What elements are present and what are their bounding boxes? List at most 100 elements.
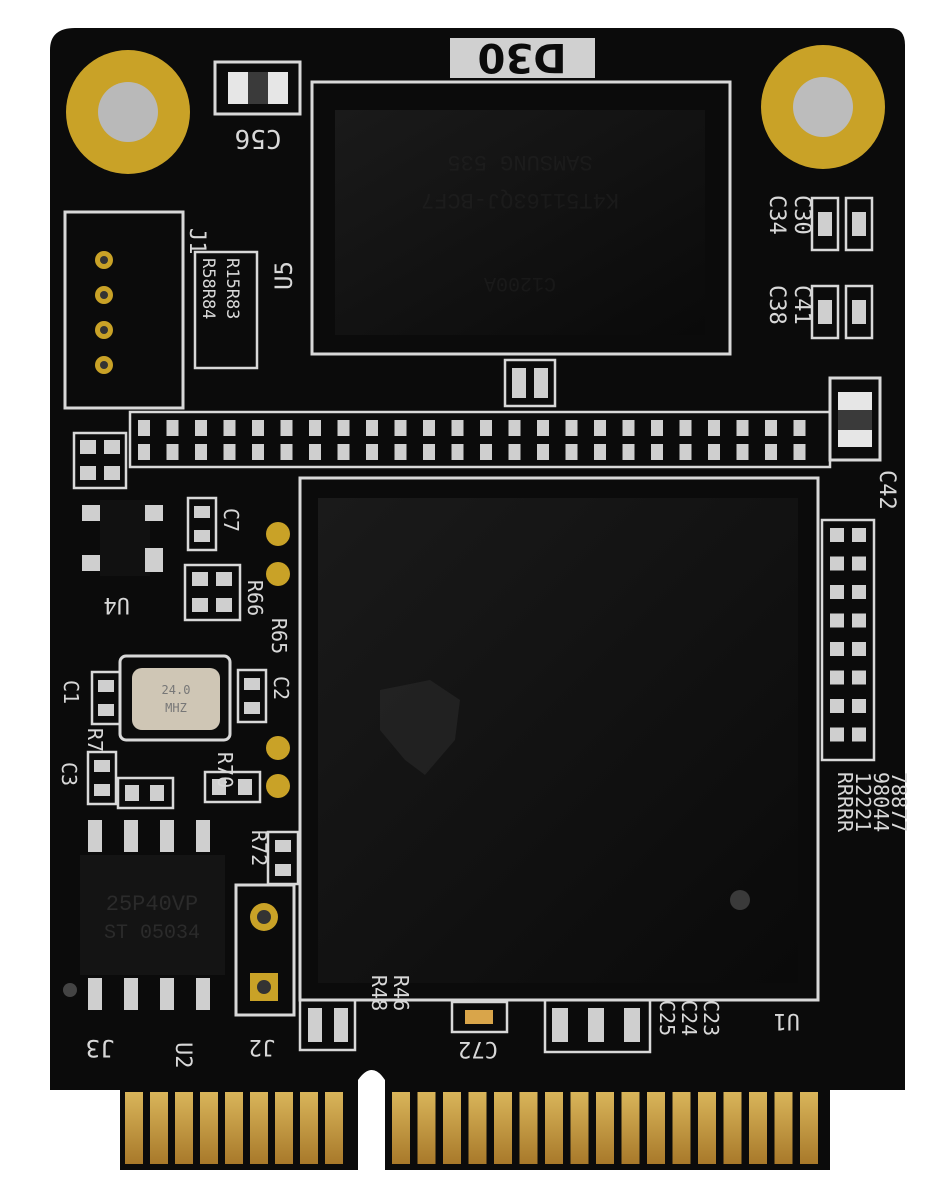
c2-pad-b <box>244 702 260 714</box>
resistor-pad <box>708 444 720 460</box>
label-r48: R48 <box>367 975 391 1011</box>
label-right-col-1: RRRRR <box>833 772 857 833</box>
resistor-pad <box>166 420 179 436</box>
resistor-pad <box>252 444 264 460</box>
resistor-row-pads <box>138 420 806 460</box>
edge-contact <box>468 1092 487 1164</box>
edge-contacts-right <box>392 1092 818 1164</box>
c56-pad <box>213 60 302 116</box>
u4-regulator <box>82 500 163 576</box>
resistor-pad <box>736 420 749 436</box>
label-r65: R65 <box>267 618 291 654</box>
resistor-pad <box>830 613 844 628</box>
edge-contact <box>519 1092 538 1164</box>
left-small-caps <box>72 431 128 490</box>
resistor-pad <box>852 556 866 571</box>
edge-contact <box>749 1092 767 1164</box>
label-c1: C1 <box>59 680 83 704</box>
resistor-pad <box>280 444 293 460</box>
resistor-row <box>128 410 832 469</box>
label-c41: C41 <box>789 285 814 325</box>
c2-outline <box>236 668 268 724</box>
d30-text: D30 <box>478 34 567 80</box>
cap-group-top-right <box>810 196 874 340</box>
resistor-pad <box>830 727 844 742</box>
resistor-pad <box>195 420 207 436</box>
resistor-pad <box>280 420 293 436</box>
j1-outline <box>63 210 185 410</box>
label-j1: J1 <box>184 228 209 255</box>
resistor-pad <box>651 420 663 436</box>
edge-contact <box>175 1092 193 1164</box>
label-u2: U2 <box>170 1042 195 1069</box>
ram-mark-2: K4T51163QJ-BCF7 <box>421 187 619 212</box>
c3-pad-b <box>94 784 110 796</box>
resistor-pad <box>622 420 635 436</box>
crystal-mark-1: 24.0 <box>162 683 191 697</box>
resistor-pad <box>852 528 866 542</box>
edge-contact <box>545 1092 563 1164</box>
resistor-pad <box>451 420 464 436</box>
edge-contact <box>698 1092 716 1164</box>
c7-outline <box>186 496 218 552</box>
resistor-pad <box>852 585 866 599</box>
edge-contact <box>570 1092 589 1164</box>
resistor-pad <box>565 444 578 460</box>
c24-pad <box>588 1008 604 1042</box>
crystal-mark-2: MHZ <box>165 701 187 715</box>
resistor-pad <box>736 444 749 460</box>
label-c23: C23 <box>699 1000 723 1036</box>
edge-contact <box>800 1092 818 1164</box>
r-under-crystal-pad-b <box>150 785 164 801</box>
resistor-pad <box>651 444 663 460</box>
label-c30: C30 <box>789 195 814 235</box>
label-c34: C34 <box>764 195 789 235</box>
resistor-pad <box>622 444 635 460</box>
c42-body <box>838 410 872 430</box>
r70-pad-b <box>238 779 252 795</box>
label-u4: U4 <box>104 592 131 617</box>
resistor-pad <box>830 699 844 713</box>
label-c24: C24 <box>677 1000 701 1036</box>
j2-outline <box>234 883 296 1017</box>
label-right-col-3: 98044 <box>869 772 893 832</box>
label-c56: C56 <box>235 123 282 153</box>
ram-mark-3: C1200A <box>484 271 556 294</box>
label-r58r84: R58R84 <box>198 258 218 319</box>
label-c72: C72 <box>458 1036 498 1061</box>
u5-ram-chip <box>335 110 705 335</box>
resistor-pad <box>366 420 378 436</box>
resistor-pad <box>480 444 492 460</box>
r48-pad <box>308 1008 322 1042</box>
c72-capacitor <box>465 1010 493 1024</box>
flash-mark-1: 25P40VP <box>106 892 198 917</box>
resistor-pad <box>830 556 844 571</box>
edge-contact <box>774 1092 793 1164</box>
r70-pad-a <box>212 779 226 795</box>
resistor-pad <box>252 420 264 436</box>
flash-mark-2: ST 05034 <box>104 922 200 945</box>
mount-hole-left <box>66 50 190 174</box>
label-c25: C25 <box>655 1000 679 1036</box>
right-resistor-column <box>820 518 876 762</box>
resistor-pad <box>594 444 606 460</box>
resistor-pad <box>337 420 350 436</box>
edge-contact <box>647 1092 665 1164</box>
resistor-pad <box>594 420 606 436</box>
resistor-pad <box>508 444 521 460</box>
resistor-pad <box>679 444 692 460</box>
r70-outline <box>203 770 262 804</box>
r66-r65-outline <box>183 563 242 622</box>
resistor-pad <box>138 420 150 436</box>
resistor-pad <box>451 444 464 460</box>
c25-pad <box>552 1008 568 1042</box>
r65-pad-b <box>216 598 232 612</box>
edge-contact <box>672 1092 691 1164</box>
mount-hole-right <box>761 45 885 169</box>
resistor-pad <box>852 613 866 628</box>
c25-c23-outline <box>543 998 652 1054</box>
via-pad-a <box>512 368 526 398</box>
label-j2: J2 <box>249 1034 276 1059</box>
u2-flash-chip <box>63 820 225 1010</box>
edge-contact <box>392 1092 410 1164</box>
